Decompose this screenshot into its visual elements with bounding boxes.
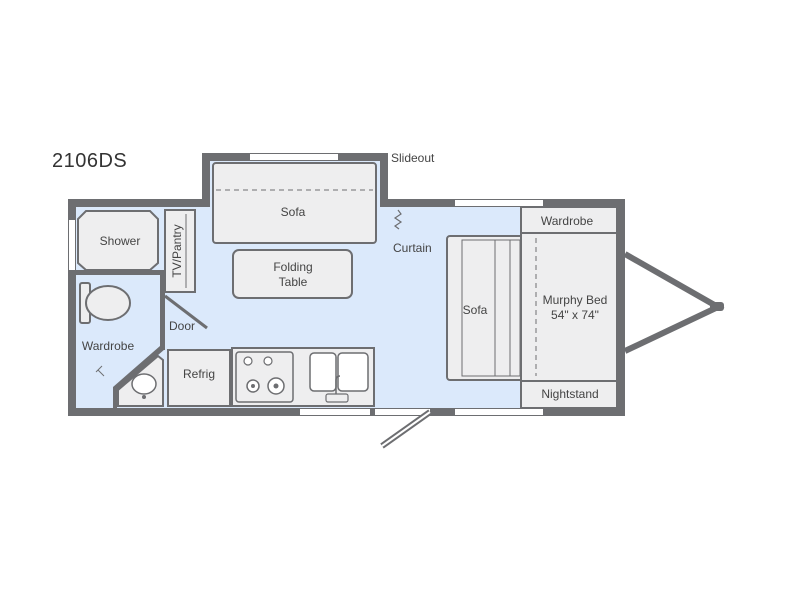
lavatory — [117, 354, 164, 407]
refrigerator: Refrig — [167, 349, 231, 407]
bathroom-walls — [76, 270, 165, 409]
shower-label: Shower — [100, 234, 141, 248]
murphy-bed: Wardrobe Murphy Bed 54" x 74" Nightstand — [520, 206, 618, 409]
sofa-top-label: Sofa — [281, 205, 306, 219]
slideout-label: Slideout — [391, 151, 435, 165]
bathroom-door: Door — [164, 294, 208, 333]
toilet-icon — [79, 282, 131, 324]
sofa-right-label: Sofa — [463, 303, 488, 317]
model-name: 2106DS — [52, 150, 128, 172]
folding-table-label-1: Folding — [273, 260, 312, 274]
tv-pantry: TV/Pantry — [164, 209, 196, 293]
wardrobe-right-label: Wardrobe — [541, 214, 594, 228]
sofa-right: Sofa — [446, 235, 524, 381]
tv-pantry-label: TV/Pantry — [170, 224, 184, 277]
curtain-label: Curtain — [393, 241, 432, 255]
folding-table-label-2: Table — [279, 275, 308, 289]
refrig-label: Refrig — [183, 367, 215, 381]
murphy-bed-label-2: 54" x 74" — [551, 308, 599, 322]
kitchen-counter — [231, 347, 375, 407]
nightstand-label: Nightstand — [541, 387, 598, 401]
folding-table: Folding Table — [232, 249, 353, 299]
curtain: Curtain — [393, 209, 432, 255]
shower: Shower — [77, 210, 159, 271]
wardrobe-left-label: Wardrobe — [82, 339, 135, 353]
door-label: Door — [169, 319, 195, 333]
windows — [69, 154, 543, 415]
murphy-bed-label-1: Murphy Bed — [543, 293, 608, 307]
hitch — [623, 251, 725, 354]
entry-door — [375, 409, 432, 449]
sofa-top: Sofa — [212, 162, 377, 244]
wardrobe-left: Wardrobe — [82, 339, 135, 377]
